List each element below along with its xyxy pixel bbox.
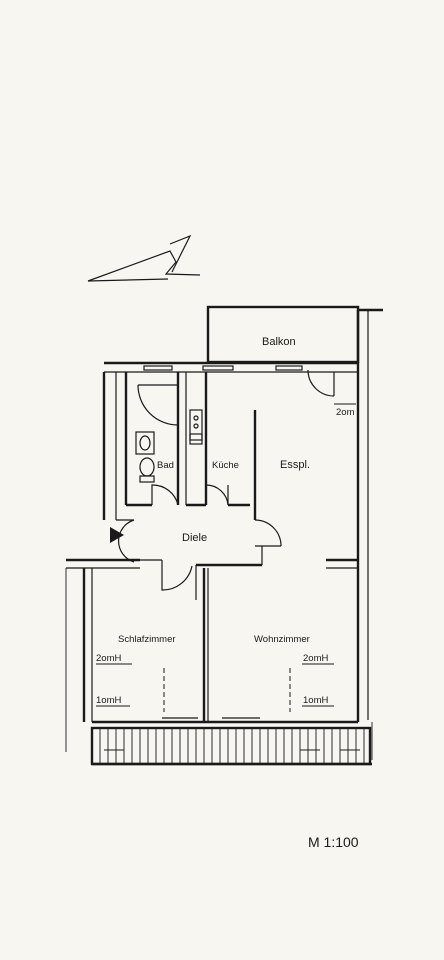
kitchen-fixtures bbox=[189, 409, 203, 445]
label-bad: Bad bbox=[157, 460, 174, 471]
label-wohnzimmer: Wohnzimmer bbox=[254, 634, 310, 645]
balcony bbox=[206, 305, 360, 364]
label-diele: Diele bbox=[182, 532, 207, 544]
label-kueche: Küche bbox=[212, 460, 239, 471]
label-height-1m-wohn: 1omH bbox=[303, 695, 328, 706]
interior-walls bbox=[124, 372, 257, 722]
terrace-railing bbox=[90, 726, 372, 766]
entrance-arrow-icon bbox=[110, 527, 124, 543]
label-height-2m-schlaf: 2omH bbox=[96, 653, 121, 664]
label-height-esspl: 2om bbox=[336, 407, 355, 418]
label-esspl: Esspl. bbox=[280, 459, 310, 471]
label-height-1m-schlaf: 1omH bbox=[96, 695, 121, 706]
windows bbox=[143, 365, 303, 719]
scale-label: M 1:100 bbox=[308, 834, 359, 850]
bath-fixtures bbox=[135, 431, 155, 483]
doors bbox=[116, 369, 335, 600]
north-arrow-icon bbox=[87, 234, 201, 282]
label-schlafzimmer: Schlafzimmer bbox=[118, 634, 176, 645]
height-guides bbox=[96, 403, 356, 712]
label-height-2m-wohn: 2omH bbox=[303, 653, 328, 664]
label-balkon: Balkon bbox=[262, 336, 296, 348]
